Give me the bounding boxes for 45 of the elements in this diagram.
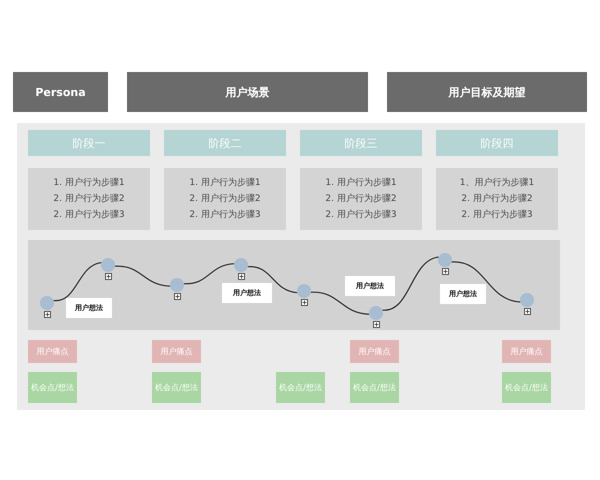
opportunity-tag: 机会点/想法	[28, 372, 77, 403]
step-text: 2. 用户行为步骤3	[461, 208, 533, 222]
step-text: 2. 用户行为步骤2	[461, 192, 533, 206]
curve-line	[248, 266, 298, 294]
step-text: 2. 用户行为步骤2	[325, 192, 397, 206]
journey-point	[170, 278, 184, 292]
panel-background	[17, 123, 585, 410]
curve-line	[114, 266, 170, 287]
header-bar: 用户目标及期望	[387, 72, 587, 112]
pain-point-tag: 用户痛点	[350, 340, 399, 363]
stage-header: 阶段二	[164, 130, 286, 156]
header-bar: 用户场景	[127, 72, 368, 112]
header-bar: Persona	[13, 72, 108, 112]
journey-point	[40, 296, 54, 310]
journey-point	[297, 284, 311, 298]
step-text: 1. 用户行为步骤1	[53, 176, 125, 190]
step-text: 2. 用户行为步骤3	[325, 208, 397, 222]
opportunity-tag: 机会点/想法	[350, 372, 399, 403]
step-text: 2. 用户行为步骤3	[53, 208, 125, 222]
step-text: 1. 用户行为步骤1	[189, 176, 261, 190]
curve-line	[310, 292, 370, 315]
opportunity-tag: 机会点/想法	[276, 372, 325, 403]
step-text: 1、用户行为步骤1	[460, 176, 534, 190]
stage-header: 阶段四	[436, 130, 558, 156]
step-text: 2. 用户行为步骤3	[189, 208, 261, 222]
pain-point-tag: 用户痛点	[28, 340, 77, 363]
step-text: 2. 用户行为步骤2	[53, 192, 125, 206]
curve-line	[452, 261, 520, 303]
journey-point	[438, 253, 452, 267]
curve-line	[54, 262, 102, 302]
curve-line	[184, 263, 234, 284]
opportunity-tag: 机会点/想法	[502, 372, 551, 403]
pain-point-tag: 用户痛点	[152, 340, 201, 363]
stage-header: 阶段一	[28, 130, 150, 156]
journey-point	[101, 258, 115, 272]
opportunity-tag: 机会点/想法	[152, 372, 201, 403]
curve-line	[382, 256, 439, 311]
journey-point	[369, 306, 383, 320]
step-text: 2. 用户行为步骤2	[189, 192, 261, 206]
curve-band	[28, 240, 560, 330]
pain-point-tag: 用户痛点	[502, 340, 551, 363]
journey-point	[520, 293, 534, 307]
step-text: 1. 用户行为步骤1	[325, 176, 397, 190]
journey-point	[234, 258, 248, 272]
stage-header: 阶段三	[300, 130, 422, 156]
